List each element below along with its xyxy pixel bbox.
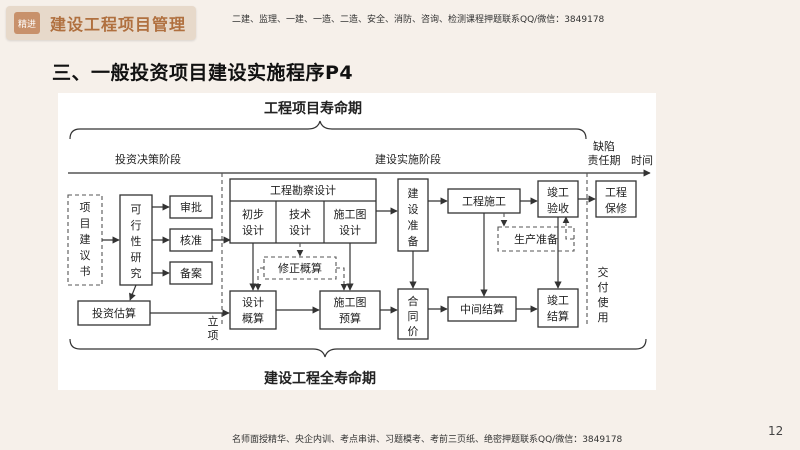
interim-settlement-label: 中间结算 bbox=[460, 302, 504, 316]
prelim-design-label: 设计 bbox=[242, 224, 264, 237]
proposal-char: 书 bbox=[80, 265, 91, 278]
lixiang-1: 立 bbox=[208, 314, 219, 328]
investment-estimate-box bbox=[77, 300, 151, 326]
lixiang-2: 项 bbox=[208, 329, 219, 342]
drawing-budget-label: 施工图 bbox=[334, 296, 367, 309]
brand-logo: 精进 建设工程项目管理 bbox=[6, 6, 196, 40]
prelim-design-label: 初步 bbox=[242, 207, 264, 221]
top-brace bbox=[69, 120, 587, 140]
production-prep-label: 生产准备 bbox=[514, 232, 558, 246]
prep-char: 备 bbox=[408, 234, 419, 248]
bottom-brace bbox=[69, 338, 647, 358]
time-label: 时间 bbox=[631, 154, 653, 167]
arrow-revised-to-drawing bbox=[336, 267, 348, 291]
record-label: 备案 bbox=[180, 266, 202, 280]
warranty-label: 工程 bbox=[605, 186, 627, 199]
acceptance-label: 验收 bbox=[547, 201, 569, 215]
proposal-char: 项 bbox=[80, 201, 91, 214]
tech-design-label: 设计 bbox=[289, 224, 311, 237]
process-diagram: 工程项目寿命期 投资决策阶段 建设实施阶段 缺陷 责任期 时间 项 目 建 议 … bbox=[58, 93, 656, 390]
review-label: 审批 bbox=[180, 200, 202, 214]
jiaofu-char: 交 bbox=[598, 265, 609, 279]
feasibility-char: 研 bbox=[131, 251, 142, 264]
feasibility-char: 行 bbox=[131, 219, 142, 232]
revised-budget-label: 修正概算 bbox=[278, 261, 322, 275]
drawing-budget-box bbox=[319, 290, 381, 330]
acceptance-label: 竣工 bbox=[547, 185, 569, 199]
process-diagram-svg: 工程项目寿命期 投资决策阶段 建设实施阶段 缺陷 责任期 时间 项 目 建 议 … bbox=[67, 100, 653, 387]
record-box bbox=[169, 261, 213, 285]
jiaofu-char: 用 bbox=[598, 311, 609, 324]
phase-implementation: 建设实施阶段 bbox=[375, 152, 441, 166]
feasibility-char: 性 bbox=[131, 234, 142, 248]
construction-drawing-label: 设计 bbox=[339, 224, 361, 237]
proposal-char: 议 bbox=[80, 249, 91, 262]
arrow-to-estimate bbox=[129, 284, 137, 301]
review-box bbox=[169, 195, 213, 219]
drawing-budget-label: 预算 bbox=[339, 311, 361, 325]
jiaofu-char: 使 bbox=[598, 296, 609, 309]
tech-design-label: 技术 bbox=[289, 208, 311, 221]
design-budget-label: 设计 bbox=[242, 296, 264, 309]
arrow-production-to-acceptance bbox=[562, 216, 574, 240]
proposal-char: 目 bbox=[80, 217, 91, 230]
contract-char: 合 bbox=[408, 294, 419, 308]
feasibility-char: 究 bbox=[131, 266, 142, 280]
prep-char: 建 bbox=[408, 186, 419, 200]
survey-design-group bbox=[229, 178, 377, 244]
slide-heading: 三、一般投资项目建设实施程序P4 bbox=[52, 62, 354, 84]
jiaofu-char: 付 bbox=[598, 281, 609, 294]
warranty-box bbox=[595, 180, 637, 218]
prep-char: 准 bbox=[408, 219, 419, 232]
full-lifecycle-title: 建设工程全寿命期 bbox=[264, 370, 376, 387]
phase-decision: 投资决策阶段 bbox=[115, 152, 181, 166]
bottom-contact-note: 名师面授精华、央企内训、考点串讲、习题模考、考前三页纸、绝密押题联系QQ/微信：… bbox=[232, 435, 623, 445]
survey-design-label: 工程勘察设计 bbox=[270, 183, 336, 197]
design-budget-box bbox=[229, 290, 277, 330]
top-contact-note: 二建、监理、一建、一造、二造、安全、消防、咨询、检测课程押题联系QQ/微信：38… bbox=[232, 15, 605, 25]
page-number: 12 bbox=[768, 424, 784, 438]
settlement-label: 竣工 bbox=[547, 293, 569, 307]
proposal-char: 建 bbox=[80, 232, 91, 246]
warranty-label: 保修 bbox=[605, 201, 627, 215]
completion-settlement-box bbox=[537, 288, 579, 328]
feasibility-char: 可 bbox=[131, 203, 142, 216]
contract-char: 同 bbox=[408, 310, 419, 323]
investment-estimate-label: 投资估算 bbox=[92, 306, 136, 320]
phase-defect-1: 缺陷 bbox=[593, 139, 615, 153]
arrow-revised-to-budget bbox=[254, 267, 264, 291]
interim-settlement-box bbox=[447, 296, 517, 322]
prep-char: 设 bbox=[408, 203, 419, 216]
approve-label: 核准 bbox=[180, 233, 202, 247]
contract-price-box bbox=[397, 288, 429, 340]
lifecycle-title: 工程项目寿命期 bbox=[264, 100, 362, 117]
construction-label: 工程施工 bbox=[462, 195, 506, 208]
settlement-label: 结算 bbox=[547, 309, 569, 323]
logo-text: 建设工程项目管理 bbox=[50, 15, 187, 34]
construction-drawing-label: 施工图 bbox=[334, 208, 367, 221]
construction-box bbox=[447, 188, 521, 214]
phase-defect-2: 责任期 bbox=[588, 154, 621, 167]
design-budget-label: 概算 bbox=[242, 311, 264, 325]
contract-char: 价 bbox=[408, 325, 419, 338]
logo-mark: 精进 bbox=[14, 12, 40, 34]
